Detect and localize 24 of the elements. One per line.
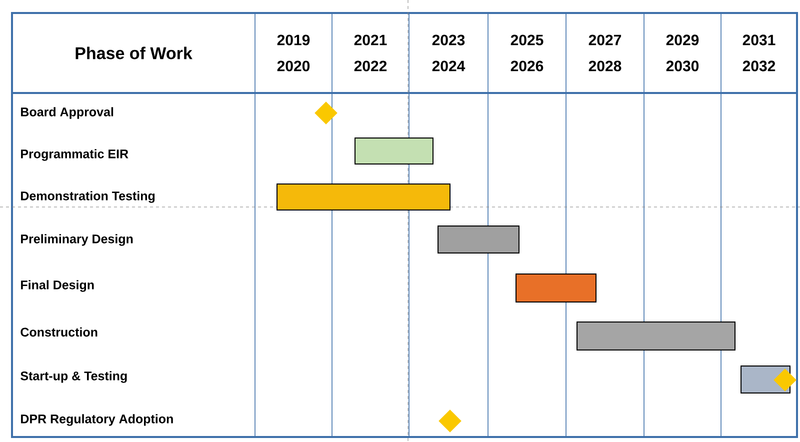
row-label: Preliminary Design [21,234,133,246]
row-label: Board Approval [21,107,114,119]
row-label: Demonstration Testing [21,191,155,203]
row-label: Final Design [21,280,94,292]
column-header: Phase of Work [76,46,192,60]
column-header: 2031 2032 [742,34,776,72]
gantt-bar [438,226,520,254]
column-header: 2021 2022 [354,34,387,72]
gantt-bar [354,138,434,164]
column-header: 2023 2024 [432,34,466,72]
column-header: 2027 2028 [588,34,622,72]
milestone-diamond [774,368,796,392]
row-label: DPR Regulatory Adoption [21,414,173,426]
gantt-bar [516,274,596,302]
row-label: Construction [20,327,98,337]
gantt-bar [276,184,450,210]
column-header: 2019 2020 [277,34,310,72]
row-label: Programmatic EIR [21,149,128,161]
milestone-diamond [438,410,462,432]
row-label: Start-up & Testing [20,371,127,383]
column-header: 2029 2030 [666,34,699,72]
gantt-bar [576,322,736,350]
column-header: 2025 2026 [510,34,544,72]
milestone-diamond [314,102,338,124]
